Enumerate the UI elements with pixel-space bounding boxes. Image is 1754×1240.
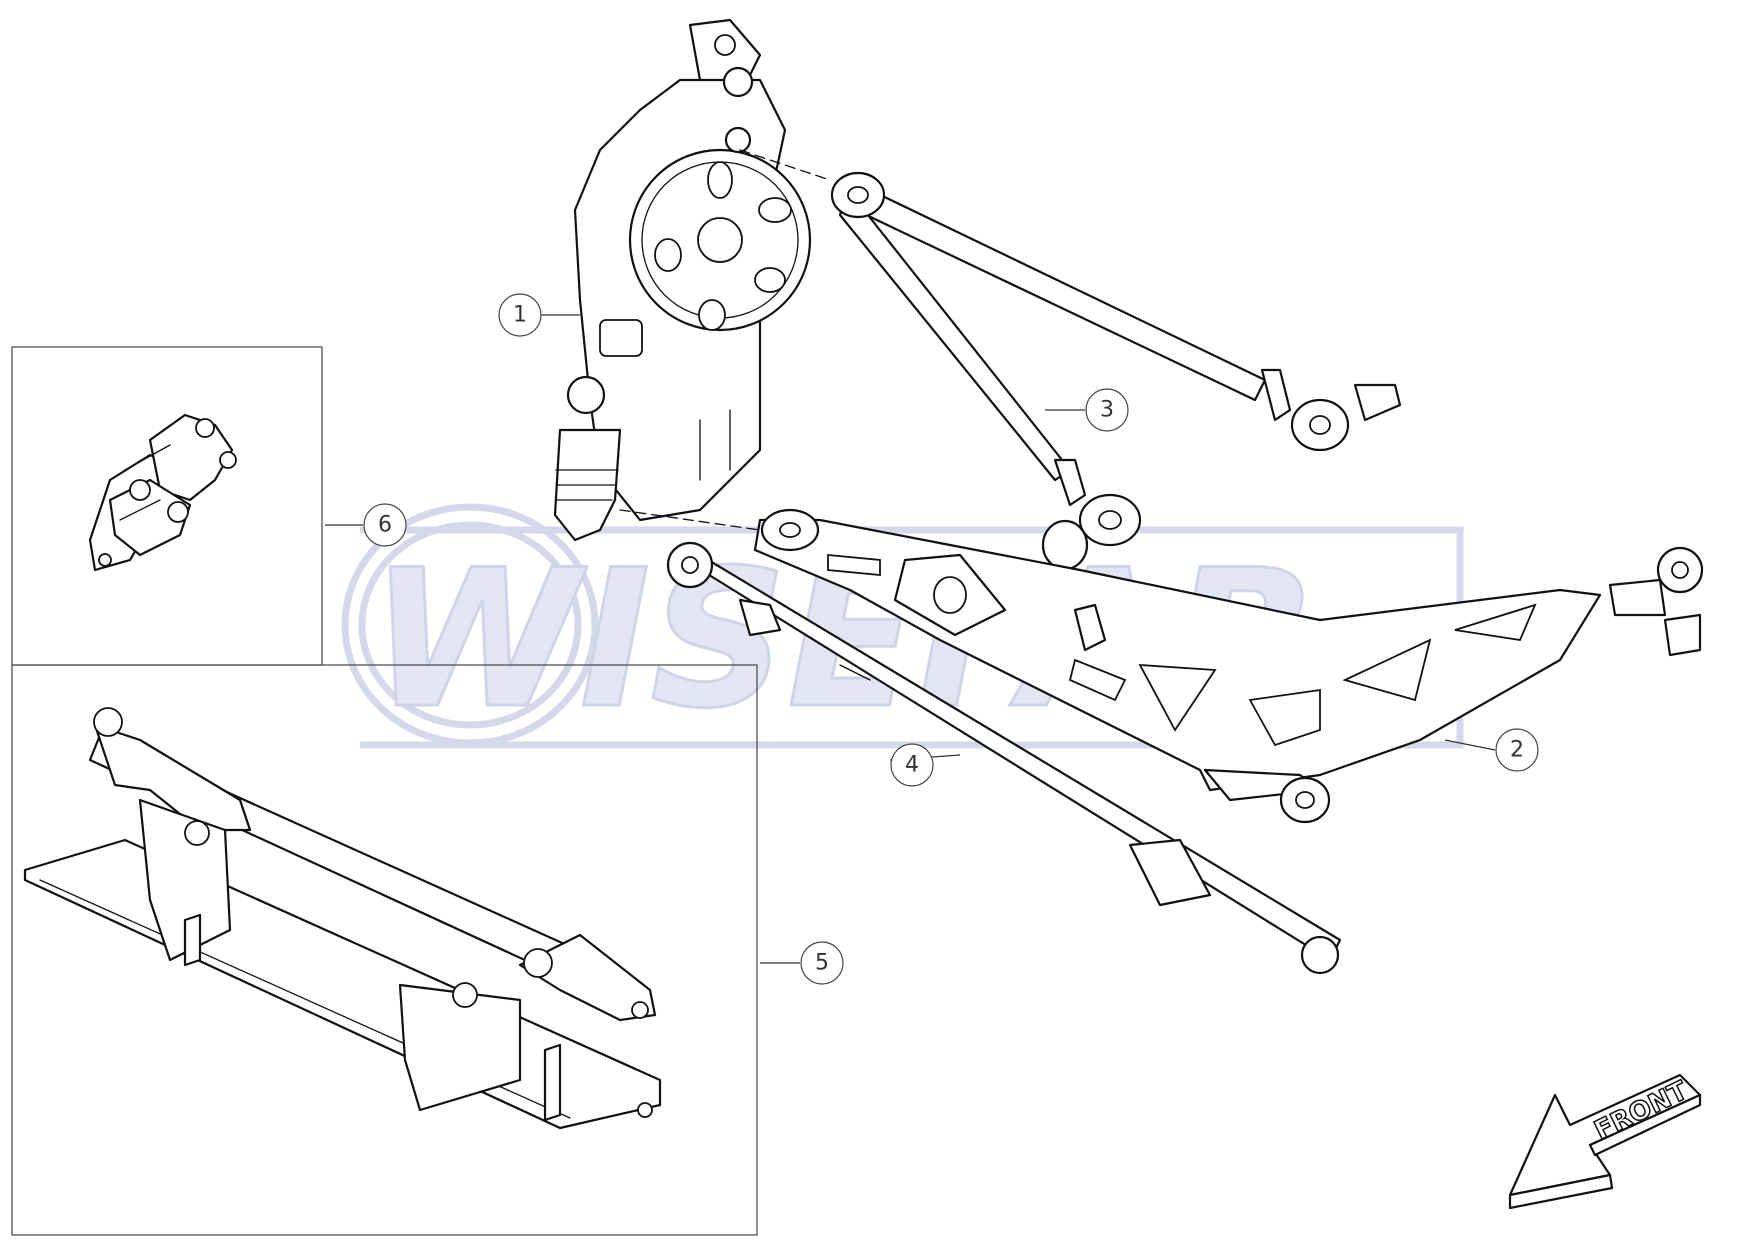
- callout-1-label: 1: [513, 303, 527, 328]
- upper-control-arms: [830, 171, 1402, 571]
- callout-4: 4: [890, 743, 934, 787]
- rack-bracket-assembly: [23, 707, 662, 1130]
- callout-6-label: 6: [378, 513, 392, 538]
- callout-5-label: 5: [815, 951, 829, 976]
- callout-4-label: 4: [905, 753, 919, 778]
- knuckle-upright: [553, 18, 812, 542]
- callout-5: 5: [800, 941, 844, 985]
- callout-3-label: 3: [1100, 398, 1114, 423]
- callout-3: 3: [1085, 388, 1129, 432]
- callout-2: 2: [1495, 728, 1539, 772]
- front-direction-arrow: FRONT: [1508, 1073, 1702, 1210]
- callout-2-label: 2: [1510, 738, 1524, 763]
- callout-6: 6: [363, 503, 407, 547]
- tie-rod: [666, 541, 1342, 975]
- inset-frame-5: [11, 664, 758, 1236]
- lower-control-arm: [753, 508, 1704, 824]
- callout-1: 1: [498, 293, 542, 337]
- universal-joint: [88, 413, 237, 572]
